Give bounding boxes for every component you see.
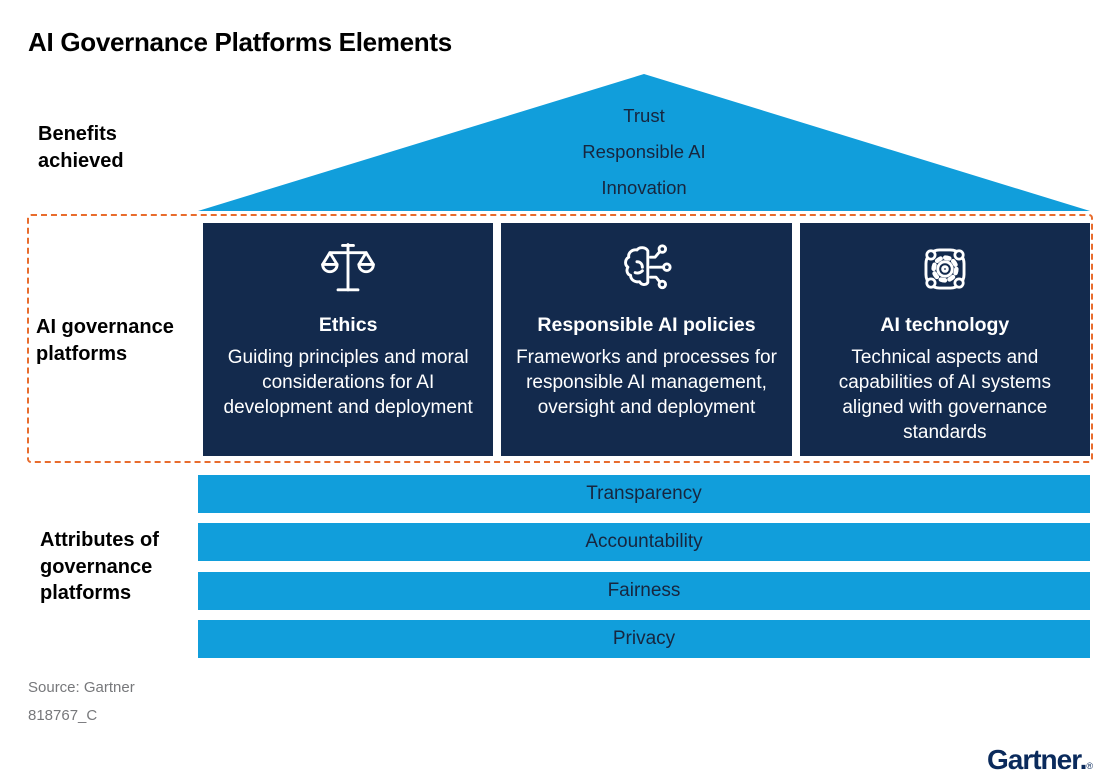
governance-platforms-outline — [27, 214, 1093, 463]
registered-trademark-icon: ® — [1086, 761, 1093, 771]
label-attributes-of-governance-platforms: Attributes of governance platforms — [40, 529, 159, 604]
benefits-roof-triangle: Trust Responsible AI Innovation — [198, 74, 1090, 211]
label-benefits-achieved: Benefits achieved — [38, 123, 124, 172]
document-id: 818767_C — [28, 707, 98, 724]
bar-fairness: Fairness — [198, 571, 1090, 610]
source-note: Source: Gartner 818767_C — [28, 674, 135, 730]
card-ethics: Ethics Guiding principles and moral cons… — [203, 223, 494, 456]
source-line: Source: Gartner — [28, 679, 135, 696]
gartner-wordmark: Gartner. — [986, 744, 1087, 775]
bar-accountability: Accountability — [198, 523, 1090, 562]
bar-privacy: Privacy — [198, 619, 1090, 658]
card-responsible-ai-policies: Responsible AI policies Frameworks and p… — [501, 223, 792, 456]
benefit-responsible-ai: Responsible AI — [582, 141, 706, 162]
card-title: AI technology — [880, 314, 1010, 336]
card-description: Frameworks and processes for responsible… — [516, 347, 777, 418]
card-title: Responsible AI policies — [537, 314, 756, 336]
card-description: Technical aspects and capabilities of AI… — [838, 347, 1051, 443]
scales-icon — [319, 240, 377, 298]
attribute-bars: Transparency Accountability Fairness Pri… — [198, 475, 1090, 658]
benefit-trust: Trust — [623, 105, 665, 126]
bar-transparency: Transparency — [198, 475, 1090, 513]
gartner-logo: Gartner.® — [987, 744, 1093, 776]
card-title: Ethics — [318, 314, 378, 336]
card-description: Guiding principles and moral considerati… — [223, 347, 473, 418]
benefit-innovation: Innovation — [601, 177, 687, 198]
card-ai-technology: AI technology Technical aspects and capa… — [799, 223, 1090, 456]
platform-cards-row: Ethics Guiding principles and moral cons… — [203, 223, 1090, 456]
gear-network-icon — [916, 240, 974, 298]
brain-circuit-icon — [617, 240, 675, 298]
label-ai-governance-platforms: AI governance platforms — [36, 316, 174, 365]
page-title: AI Governance Platforms Elements — [28, 27, 452, 57]
